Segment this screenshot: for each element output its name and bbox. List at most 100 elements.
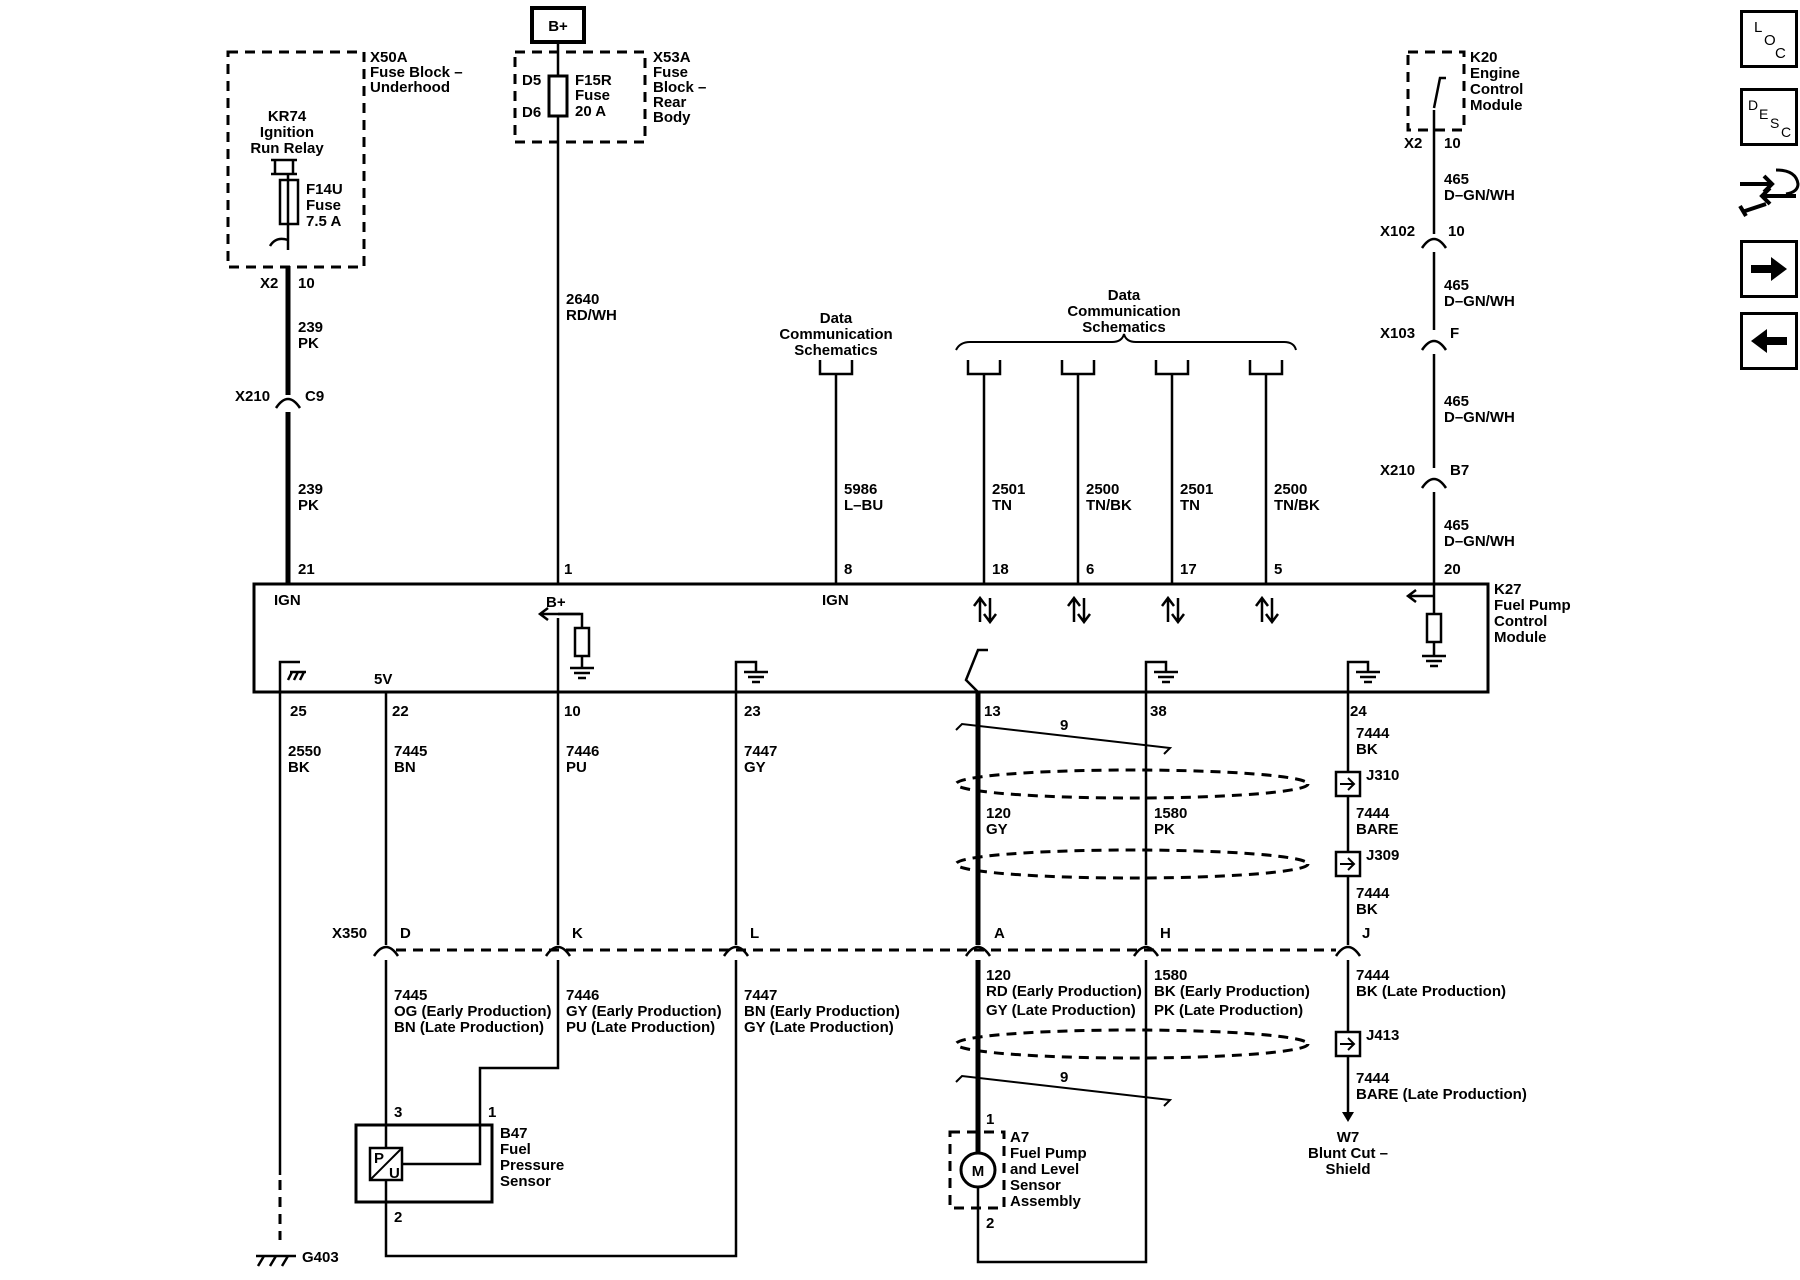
svg-text:BN: BN [394,759,416,776]
twisted-pair-upper: 9 [955,717,1173,755]
svg-text:K20: K20 [1470,49,1498,66]
svg-text:Fuse: Fuse [306,197,341,214]
svg-text:465: 465 [1444,393,1469,410]
svg-text:120: 120 [986,805,1011,822]
svg-text:S: S [1770,115,1779,131]
svg-text:2500: 2500 [1086,481,1119,498]
svg-text:M: M [972,1163,985,1180]
svg-text:7444: 7444 [1356,1070,1390,1087]
svg-text:PK: PK [298,497,319,514]
svg-text:OG (Early Production): OG (Early Production) [394,1003,552,1020]
svg-text:Fuel Pump: Fuel Pump [1010,1145,1087,1162]
svg-text:2: 2 [986,1215,994,1232]
svg-text:RD/WH: RD/WH [566,307,617,324]
svg-text:TN: TN [992,497,1012,514]
svg-text:7444: 7444 [1356,967,1390,984]
svg-text:Schematics: Schematics [1082,319,1165,336]
svg-text:8: 8 [844,561,852,578]
next-page-button[interactable] [1740,240,1798,298]
svg-text:120: 120 [986,967,1011,984]
arrow-left-icon [1751,329,1787,353]
svg-text:D–GN/WH: D–GN/WH [1444,293,1515,310]
svg-text:7446: 7446 [566,743,599,760]
svg-text:GY (Late Production): GY (Late Production) [986,1002,1136,1019]
fuse-block-rear-body: X53A Fuse Block – Rear Body [513,49,706,144]
repair-info-button[interactable] [1736,162,1800,220]
wiring-schematic: X50A Fuse Block – Underhood KR74 Ignitio… [226,6,1571,1267]
wire-239-pk: X2 10 239 PK X210 C9 239 PK [235,266,324,584]
svg-text:and Level: and Level [1010,1161,1079,1178]
svg-text:GY: GY [986,821,1008,838]
svg-text:1: 1 [488,1104,496,1121]
svg-text:TN: TN [1180,497,1200,514]
svg-text:BN (Late Production): BN (Late Production) [394,1019,544,1036]
svg-text:7445: 7445 [394,987,427,1004]
svg-text:W7: W7 [1337,1129,1360,1146]
svg-text:2500: 2500 [1274,481,1307,498]
svg-text:13: 13 [984,703,1001,720]
svg-text:Shield: Shield [1325,1161,1370,1178]
svg-text:Module: Module [1470,97,1523,114]
svg-text:BK (Late Production): BK (Late Production) [1356,983,1506,1000]
svg-text:U: U [389,1165,400,1182]
svg-text:Control: Control [1494,613,1547,630]
svg-text:10: 10 [564,703,581,720]
svg-text:PK: PK [1154,821,1175,838]
svg-text:TN/BK: TN/BK [1086,497,1132,514]
svg-text:P: P [374,1150,384,1167]
svg-text:PU: PU [566,759,587,776]
wire-1580-lower: 1580 BK (Early Production) PK (Late Prod… [976,960,1310,1264]
wire-7444-lower: 7444 BK (Late Production) J413 7444 BARE… [1334,960,1527,1122]
loc-button[interactable]: L O C [1740,10,1798,68]
svg-text:1: 1 [986,1111,994,1128]
ignition-run-relay: KR74 Ignition Run Relay [250,108,324,250]
svg-text:B47: B47 [500,1125,528,1142]
previous-page-button[interactable] [1740,312,1798,370]
twisted-pair-lower: 9 [955,1069,1173,1107]
svg-text:X350: X350 [332,925,367,942]
svg-text:7447: 7447 [744,987,777,1004]
svg-text:Blunt Cut –: Blunt Cut – [1308,1145,1388,1162]
svg-text:7.5 A: 7.5 A [306,213,341,230]
svg-text:KR74: KR74 [268,108,307,125]
svg-text:7444: 7444 [1356,885,1390,902]
wire-7446: 7446 PU [556,618,599,945]
svg-text:IGN: IGN [822,592,849,609]
wire-7447-lower: 7447 BN (Early Production) GY (Late Prod… [384,960,900,1258]
svg-text:D6: D6 [522,104,541,121]
svg-text:2640: 2640 [566,291,599,308]
svg-text:X50A: X50A [370,49,408,66]
svg-text:A: A [994,925,1005,942]
svg-text:K: K [572,925,583,942]
svg-text:O: O [1764,32,1776,49]
svg-text:D5: D5 [522,72,541,89]
svg-text:22: 22 [392,703,409,720]
svg-text:E: E [1759,106,1768,122]
svg-text:10: 10 [1448,223,1465,240]
svg-text:K27: K27 [1494,581,1522,598]
svg-text:GY (Late Production): GY (Late Production) [744,1019,894,1036]
svg-text:X102: X102 [1380,223,1415,240]
svg-text:IGN: IGN [274,592,301,609]
svg-text:L–BU: L–BU [844,497,883,514]
ground-g403: G403 [256,1249,339,1267]
svg-text:2550: 2550 [288,743,321,760]
svg-text:Assembly: Assembly [1010,1193,1082,1210]
svg-text:7444: 7444 [1356,805,1390,822]
svg-text:3: 3 [394,1104,402,1121]
fuel-pressure-sensor: 3 1 2 P U B47 Fuel Pressure Sensor [354,1104,564,1226]
svg-text:C: C [1781,124,1791,140]
svg-text:X103: X103 [1380,325,1415,342]
svg-text:465: 465 [1444,277,1469,294]
wire-7444-drain: 7444 BK J310 7444 BARE J309 7444 BK [1334,692,1399,945]
module-bottom-pins: 25 22 10 23 13 38 24 [290,703,1367,720]
svg-text:GY: GY [744,759,766,776]
wire-7445-lower: 7445 OG (Early Production) BN (Late Prod… [384,960,552,1125]
svg-text:23: 23 [744,703,761,720]
svg-text:Fuse: Fuse [575,87,610,104]
svg-text:X53A: X53A [653,49,691,66]
wire-465-dgnwh: 465 D–GN/WH X102 10 465 D–GN/WH X103 F 4… [1380,110,1515,584]
svg-text:BK: BK [1356,901,1378,918]
wire-2550-bk: 2550 BK [278,692,321,1240]
desc-button[interactable]: D E S C [1740,88,1798,146]
